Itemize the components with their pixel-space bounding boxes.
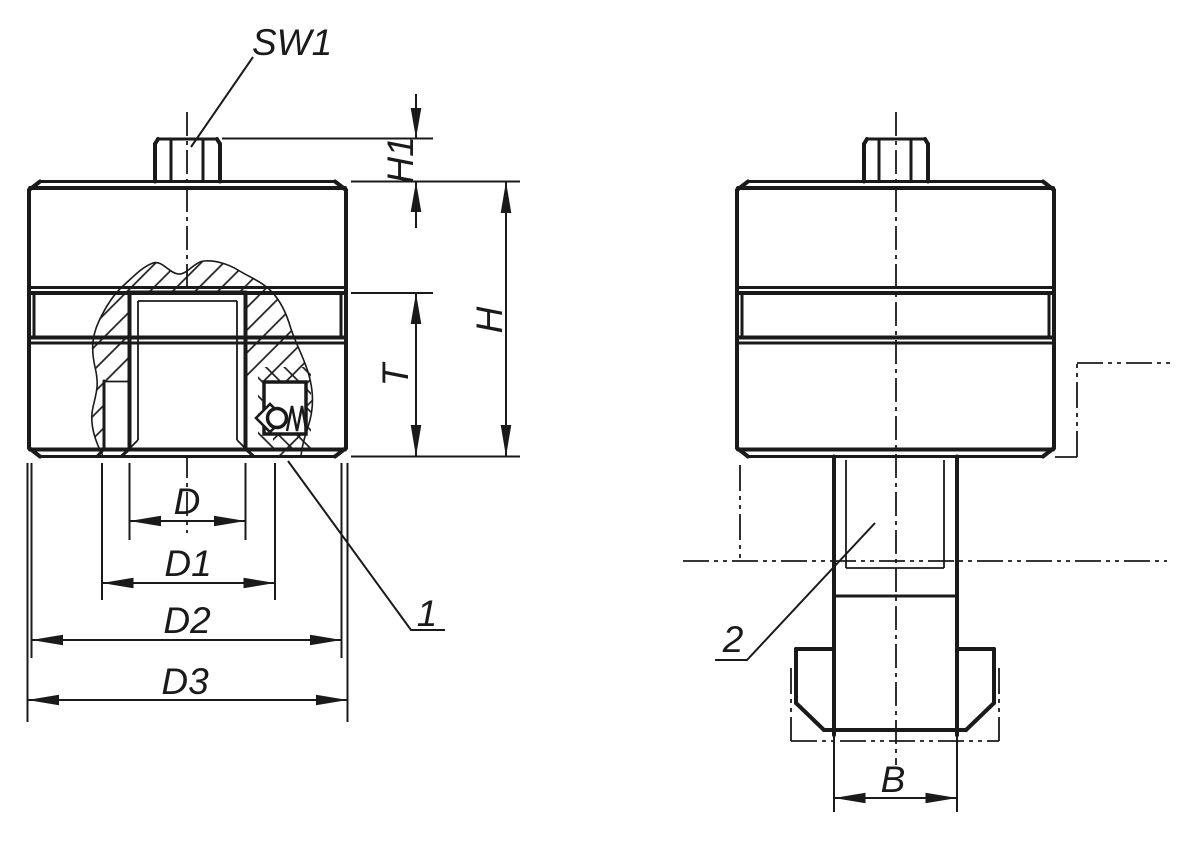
dim-d: D — [128, 463, 247, 540]
label-d: D — [174, 481, 201, 522]
body-outline-front — [27, 137, 348, 459]
label-h: H — [469, 306, 510, 333]
label-item-1: 1 — [417, 593, 438, 634]
leader-line-2 — [715, 522, 876, 661]
dim-h: H — [351, 180, 520, 458]
dim-d3: D3 — [26, 463, 349, 722]
label-d1: D1 — [164, 543, 211, 584]
label-item-2: 2 — [722, 619, 744, 660]
counterbore-void-left — [103, 381, 130, 456]
dim-t: T — [351, 292, 433, 457]
shank — [832, 454, 959, 737]
broken-out-section — [90, 260, 314, 458]
label-t: T — [375, 361, 416, 386]
t-slot-phantom — [683, 362, 1172, 742]
t-foot — [794, 647, 996, 732]
front-section-view: SW1 H1 H T — [26, 22, 520, 722]
detent-spring — [285, 405, 308, 432]
groove-lines-front — [27, 286, 348, 345]
hex-boss-side — [862, 137, 930, 184]
dim-h1: H1 — [222, 94, 433, 228]
dim-d1: D1 — [101, 463, 276, 600]
hex-boss-front — [153, 137, 222, 184]
dim-d2: D2 — [30, 463, 343, 658]
sw1-callout: SW1 — [190, 22, 332, 148]
dim-b: B — [833, 735, 958, 812]
groove-lines-side — [735, 286, 1056, 345]
label-d3: D3 — [161, 661, 209, 702]
side-view: B 2 — [683, 112, 1172, 812]
leader-line-sw1 — [190, 56, 254, 148]
label-d2: D2 — [163, 600, 211, 641]
bore-void — [129, 292, 246, 456]
label-sw1: SW1 — [252, 22, 332, 63]
label-h1: H1 — [380, 136, 421, 183]
label-b: B — [881, 759, 906, 800]
body-outline-side — [735, 137, 1056, 459]
detent-ball — [265, 406, 289, 430]
leader-line-1 — [287, 460, 445, 631]
item-callout-1: 1 — [287, 460, 445, 634]
item-callout-2: 2 — [715, 522, 876, 661]
